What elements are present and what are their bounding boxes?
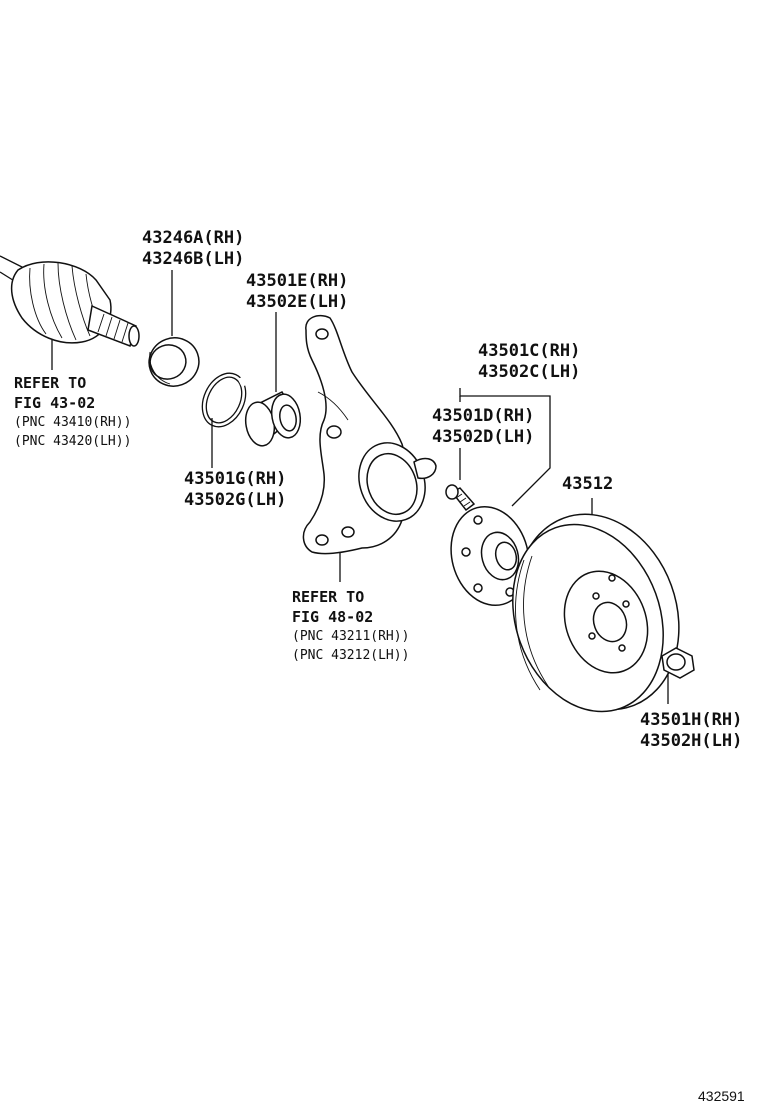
hub-nut bbox=[661, 647, 695, 679]
knuckle-ref-line1: REFER TO bbox=[292, 588, 365, 606]
part-number-43512: 43512 bbox=[562, 474, 614, 494]
driveshaft-ref-line4: (PNC 43420(LH)) bbox=[14, 434, 132, 449]
knuckle-ref-line2: FIG 48-02 bbox=[292, 608, 374, 626]
figure-id: 432591 bbox=[698, 1088, 745, 1104]
hub-bearing bbox=[244, 391, 302, 447]
driveshaft-ref-line1: REFER TO bbox=[14, 374, 87, 392]
part-number-43502g: 43502G(LH) bbox=[184, 490, 287, 510]
steering-knuckle bbox=[302, 314, 437, 555]
part-number-43246a: 43246A(RH) bbox=[142, 228, 245, 248]
part-number-43501e: 43501E(RH) bbox=[246, 271, 349, 291]
part-number-43501c: 43501C(RH) bbox=[478, 341, 581, 361]
part-number-43501g: 43501G(RH) bbox=[184, 469, 287, 489]
knuckle-ref-line3: (PNC 43211(RH)) bbox=[292, 629, 410, 644]
axle-hub bbox=[450, 505, 530, 607]
brake-disc bbox=[512, 513, 680, 713]
part-number-43502e: 43502E(LH) bbox=[246, 292, 349, 312]
part-number-43502h: 43502H(LH) bbox=[640, 731, 743, 751]
leader-lines bbox=[51, 270, 669, 704]
part-number-43502d: 43502D(LH) bbox=[432, 427, 535, 447]
part-number-43501h: 43501H(RH) bbox=[640, 710, 743, 730]
drive-shaft-boot bbox=[0, 255, 140, 347]
hub-bolt bbox=[445, 484, 476, 512]
driveshaft-ref-line2: FIG 43-02 bbox=[14, 394, 96, 412]
driveshaft-ref-line3: (PNC 43410(RH)) bbox=[14, 415, 132, 430]
deflector-ring bbox=[148, 337, 200, 387]
knuckle-ref-line4: (PNC 43212(LH)) bbox=[292, 648, 410, 663]
snap-ring bbox=[201, 372, 247, 428]
part-number-43246b: 43246B(LH) bbox=[142, 249, 245, 269]
part-number-43501d: 43501D(RH) bbox=[432, 406, 535, 426]
part-number-43502c: 43502C(LH) bbox=[478, 362, 581, 382]
